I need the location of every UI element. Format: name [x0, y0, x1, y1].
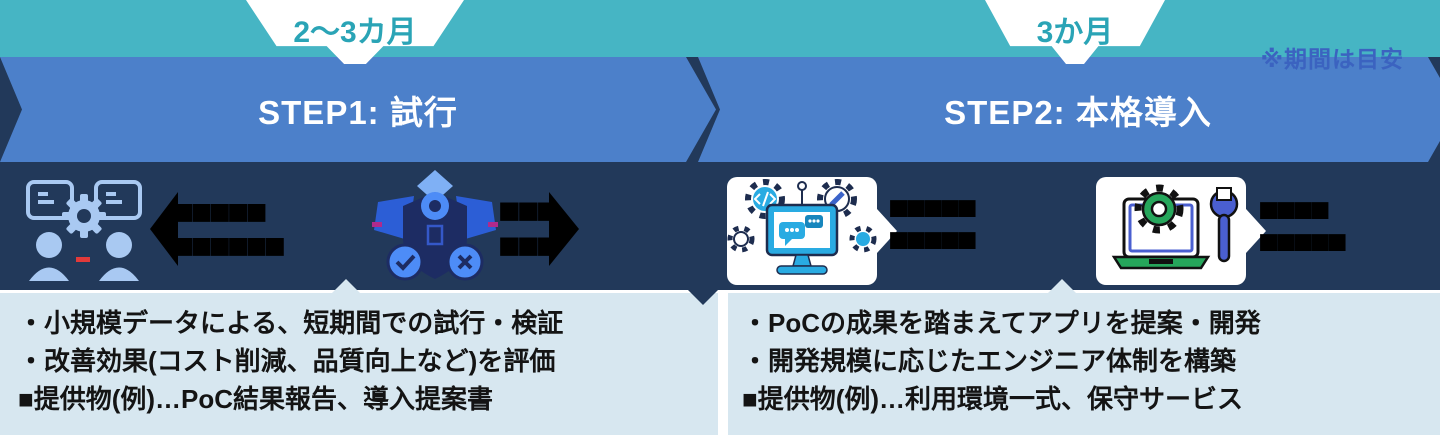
laptop-gear-wrench-icon [1096, 177, 1246, 285]
step1-title: STEP1: 試行 [258, 93, 458, 131]
redacted-text-line: ■■■ [498, 190, 559, 233]
step2-title: STEP2: 本格導入 [944, 93, 1212, 131]
step1-description-panel: ・小規模データによる、短期間での試行・検証 ・改善効果(コスト削減、品質向上など… [0, 293, 718, 435]
step1-desc-line2: ・改善効果(コスト削減、品質向上など)を評価 [18, 346, 556, 376]
step1-desc-line3: ■提供物(例)…PoC結果報告、導入提案書 [18, 384, 494, 414]
step2-description-panel: ・PoCの成果を踏まえてアプリを提案・開発 ・開発規模に応じたエンジニア体制を構… [728, 293, 1440, 435]
step2-desc-line2: ・開発規模に応じたエンジニア体制を構築 [742, 346, 1237, 376]
redacted-text-line: ■■■■ [1258, 190, 1331, 229]
step2-item1-label-redacted: ■■■■■ ■■■■■ [888, 188, 978, 260]
redacted-text-line: ■■■■■ [888, 188, 978, 227]
redacted-text-line: ■■■ [498, 225, 559, 267]
duration-label-step1: 2〜3カ月 [293, 16, 417, 49]
redacted-text-line: ■■■■■ [888, 220, 978, 260]
navy-down-wedge [688, 290, 718, 305]
step2-desc-line1: ・PoCの成果を踏まえてアプリを提案・開発 [742, 308, 1261, 338]
timeline-band [0, 0, 1440, 57]
panel-up-notch-step1 [332, 279, 360, 293]
redacted-text-line: ■■■■■ [1258, 222, 1348, 262]
duration-label-step2: 3か月 [1036, 16, 1114, 49]
period-note: ※期間は目安 [1260, 46, 1404, 72]
step2-desc-line3: ■提供物(例)…利用環境一式、保守サービス [742, 384, 1244, 414]
label-arrow-right [548, 192, 579, 266]
panel-up-notch-step2 [1048, 279, 1076, 293]
step1-band: STEP1: 試行 [0, 57, 716, 162]
step1-desc-line1: ・小規模データによる、短期間での試行・検証 [18, 308, 564, 338]
gears-people-icon [18, 168, 150, 288]
step1-item2-label-redacted: ■■■ ■■■ [498, 192, 579, 266]
redacted-text-line: ■■■■■■ [172, 225, 286, 266]
monitor-chat-gears-icon [727, 177, 877, 285]
tag-point [877, 209, 897, 253]
step2-item2-label-redacted: ■■■■ ■■■■■ [1258, 190, 1348, 262]
step2-band: STEP2: 本格導入 [698, 57, 1440, 162]
label-arrow-left [150, 192, 178, 266]
shield-check-icon [372, 166, 498, 292]
redacted-text-line: ■■■■■ [172, 190, 268, 232]
step1-item1-label-redacted: ■■■■■ ■■■■■■ [150, 190, 286, 266]
tag-point [1246, 209, 1266, 253]
